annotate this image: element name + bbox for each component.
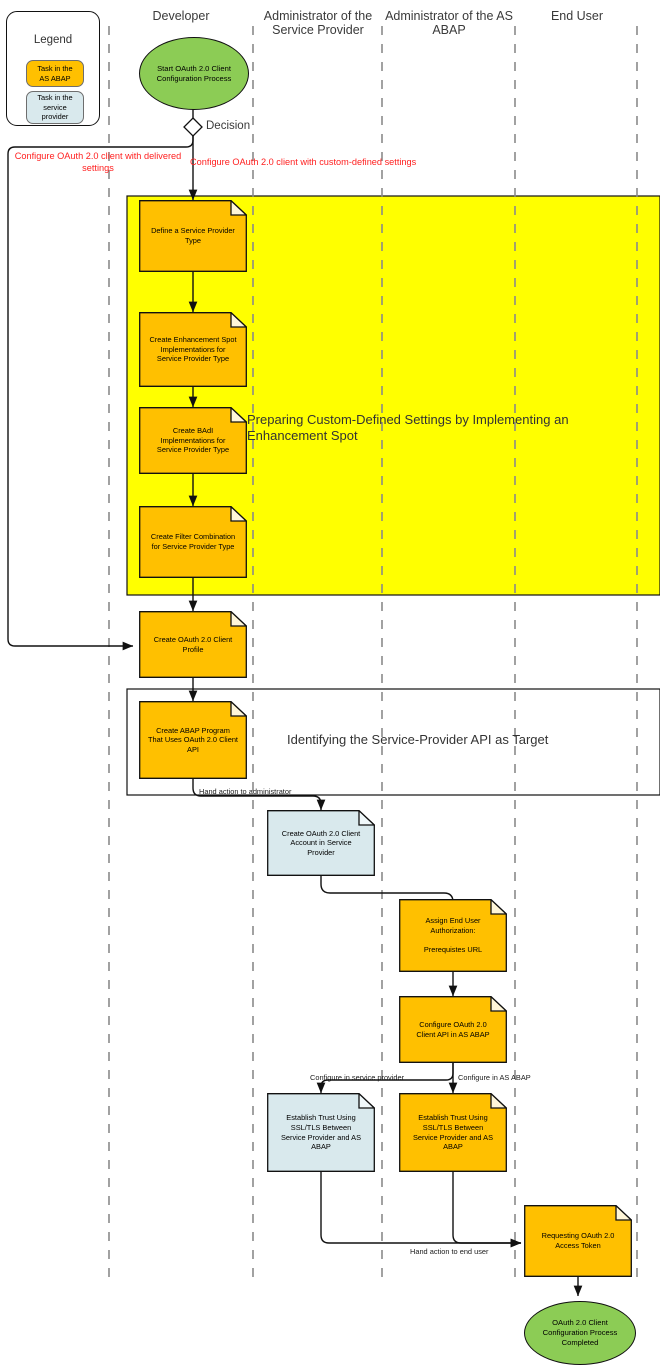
doc-shape [139,200,247,272]
edge-label-hand-to-administrator: Hand action to administrator [199,787,292,796]
node-label: Create BAdI Implementations for Service … [156,426,230,455]
doc-shape [139,701,247,779]
node-label: Create Enhancement Spot Implementations … [149,335,237,364]
lane-separators [108,26,638,1285]
lane-title-admin-as-abap: Administrator of the AS ABAP [385,9,513,37]
node-create-oauth-client-account: Create OAuth 2.0 Client Account in Servi… [267,810,375,876]
node-configure-oauth-client-api: Configure OAuth 2.0 Client API in AS ABA… [399,996,507,1063]
edge-label-configure-in-service-provider: Configure in service provider [310,1073,405,1082]
doc-shape [524,1205,632,1277]
doc-shape [139,312,247,387]
legend-title: Legend [33,34,73,46]
node-label: Assign End User Authorization: Prerequis… [423,916,483,955]
lane-title-developer: Developer [152,9,210,23]
lane-title-end-user: End User [550,9,604,23]
node-label: Create Filter Combination for Service Pr… [150,532,236,551]
node-create-abap-program: Create ABAP Program That Uses OAuth 2.0 … [139,701,247,779]
phase-label-identify-api: Identifying the Service-Provider API as … [287,732,549,747]
legend-item-service-provider: Task in the service provider [26,91,84,124]
doc-shape [139,506,247,578]
doc-shape [267,810,375,876]
branch-label-custom-settings: Configure OAuth 2.0 client with custom-d… [190,157,417,167]
node-establish-trust-service-provider: Establish Trust Using SSL/TLS Between Se… [267,1093,375,1172]
lane-title-admin-service-provider: Administrator of the Service Provider [263,9,373,37]
decision-diamond [183,117,203,137]
node-label: Create OAuth 2.0 Client Profile [153,634,233,654]
legend-item-as-abap: Task in the AS ABAP [26,60,84,87]
decision-label: Decision [206,120,251,132]
node-create-oauth-client-profile: Create OAuth 2.0 Client Profile [139,611,247,678]
node-requesting-oauth-access-token: Requesting OAuth 2.0 Access Token [524,1205,632,1277]
node-label: Create OAuth 2.0 Client Account in Servi… [281,828,361,857]
doc-shape [139,611,247,678]
legend-panel: Legend Task in the AS ABAP Task in the s… [6,11,100,126]
start-terminator: Start OAuth 2.0 Client Configuration Pro… [139,37,249,110]
node-assign-end-user-authorization: Assign End User Authorization: Prerequis… [399,899,507,972]
node-label: Create ABAP Program That Uses OAuth 2.0 … [148,725,238,754]
node-create-filter-combination: Create Filter Combination for Service Pr… [139,506,247,578]
node-create-badi-implementations: Create BAdI Implementations for Service … [139,407,247,474]
connectors [7,108,583,1297]
doc-shape [267,1093,375,1172]
node-create-enhancement-spot-implementations: Create Enhancement Spot Implementations … [139,312,247,387]
node-label: Requesting OAuth 2.0 Access Token [541,1231,615,1250]
node-label: Define a Service Provider Type [151,226,235,245]
branch-label-delivered-settings: Configure OAuth 2.0 client with delivere… [14,151,182,173]
node-define-service-provider-type: Define a Service Provider Type [139,200,247,272]
node-label: Establish Trust Using SSL/TLS Between Se… [412,1113,494,1152]
doc-shape [399,899,507,972]
doc-shape [399,1093,507,1172]
edge-label-hand-to-end-user: Hand action to end user [410,1247,489,1256]
doc-shape [139,407,247,474]
node-label: Establish Trust Using SSL/TLS Between Se… [280,1113,362,1152]
node-label: Configure OAuth 2.0 Client API in AS ABA… [416,1019,490,1039]
doc-shape [399,996,507,1063]
node-establish-trust-as-abap: Establish Trust Using SSL/TLS Between Se… [399,1093,507,1172]
edge-label-configure-in-as-abap: Configure in AS ABAP [458,1073,531,1082]
phase-label-enhancement-spot: Preparing Custom-Defined Settings by Imp… [247,412,569,443]
end-terminator: OAuth 2.0 Client Configuration Process C… [524,1301,636,1365]
